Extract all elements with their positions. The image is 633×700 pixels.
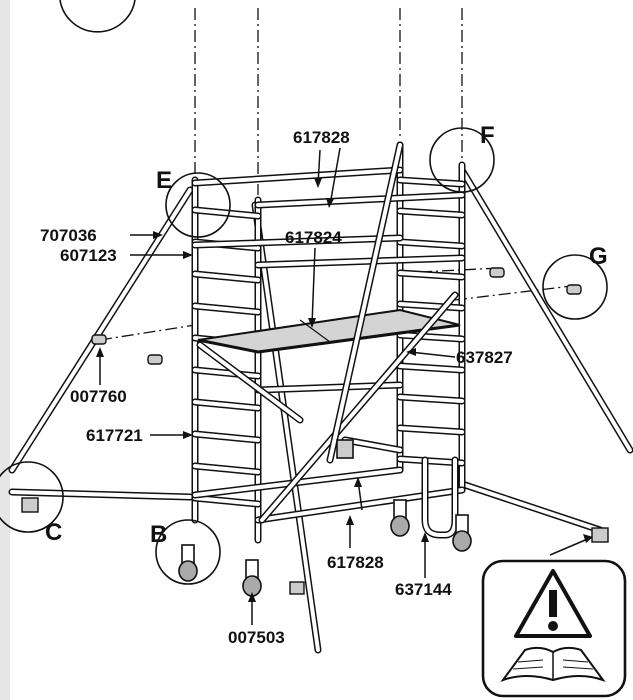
label-diagonal-top: 617824 (285, 228, 342, 247)
detail-circle-f (429, 127, 495, 193)
frame-rung (398, 395, 464, 403)
label-arrows (96, 147, 593, 625)
frame-rung (398, 364, 464, 372)
castors (178, 439, 472, 597)
label-brace: 617721 (86, 426, 143, 445)
diagonal-braces (196, 141, 459, 524)
stabilisers (8, 166, 633, 654)
letter-e: E (156, 167, 172, 194)
detail-circle-b (155, 519, 221, 585)
label-stabiliser: 707036 (40, 226, 97, 245)
detail-circle-e (165, 172, 231, 238)
label-bottom-rail: 617828 (327, 553, 384, 572)
detail-circle-c (0, 461, 64, 533)
frame-rung (193, 400, 260, 410)
label-frame: 607123 (60, 246, 117, 265)
detail-circle-top (59, 0, 136, 33)
frame-rung (398, 333, 464, 341)
label-base-bar: 637144 (395, 580, 452, 599)
frame-rung (193, 368, 260, 378)
frame-rung (398, 302, 464, 310)
frame-rung (193, 432, 260, 442)
label-platform: 637827 (456, 348, 513, 367)
frame-rung (193, 496, 260, 506)
letter-c: C (45, 519, 62, 546)
frame-rung (398, 209, 464, 217)
clamp-parts (91, 267, 582, 365)
frame-rung (398, 178, 464, 186)
label-clamp: 007760 (70, 387, 127, 406)
frame-rung (398, 240, 464, 248)
label-top-rail: 617828 (293, 128, 350, 147)
extension-lines (99, 8, 581, 341)
frame-rung (398, 426, 464, 434)
label-castor: 007503 (228, 628, 285, 647)
frame-rung (398, 271, 464, 279)
letter-f: F (480, 122, 495, 149)
frame-rung (193, 208, 260, 218)
frame-rung (193, 272, 260, 282)
frame-rung (193, 304, 260, 314)
page-edge-strip (0, 0, 10, 700)
letter-b: B (150, 521, 167, 548)
frame-rung (193, 464, 260, 474)
warning-read-manual-icon (481, 559, 627, 698)
detail-circle-g (542, 254, 608, 320)
right-frame (396, 141, 466, 494)
letter-g: G (589, 243, 608, 270)
